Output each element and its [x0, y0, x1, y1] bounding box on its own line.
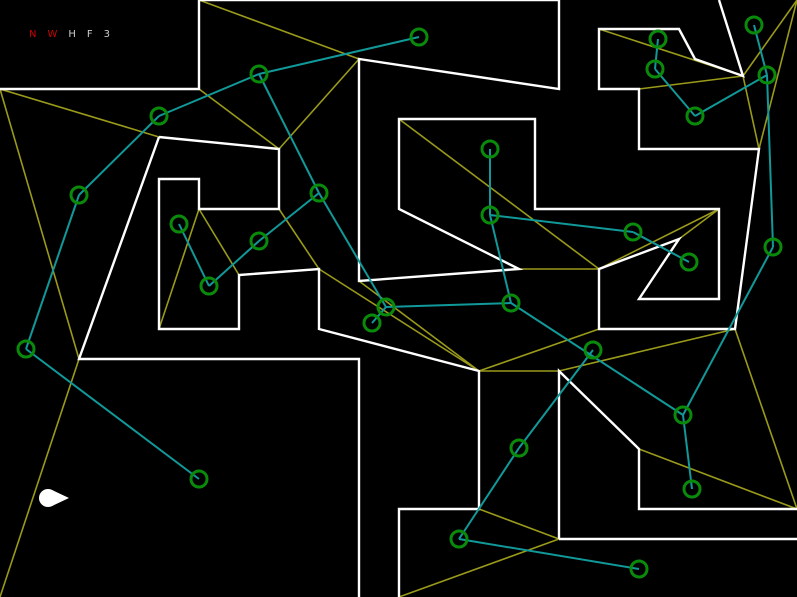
waypoint[interactable] [648, 29, 668, 49]
waypoints [16, 15, 783, 579]
path-edge [654, 68, 696, 117]
hud-indicator-n: N [29, 29, 37, 40]
waypoint[interactable] [629, 559, 649, 579]
waypoint[interactable] [763, 237, 783, 257]
path-edge [632, 231, 690, 263]
navmesh-edge [318, 268, 480, 372]
navmesh-edge [734, 328, 797, 510]
navmesh-edge [198, 0, 360, 60]
navmesh-edge [398, 538, 560, 597]
navmesh-edge [558, 328, 736, 372]
path-edge [518, 349, 594, 449]
path-edge [318, 192, 387, 308]
waypoint[interactable] [645, 59, 665, 79]
path-edge [489, 214, 634, 233]
path-edge [258, 192, 320, 242]
path-edge [510, 302, 684, 416]
waypoint[interactable] [249, 231, 269, 251]
waypoint[interactable] [673, 405, 693, 425]
waypoint[interactable] [509, 438, 529, 458]
agent-icon[interactable] [39, 489, 69, 507]
path-edge [78, 115, 160, 196]
waypoint[interactable] [685, 106, 705, 126]
wall [0, 0, 761, 331]
waypoint[interactable] [309, 183, 329, 203]
path-edge [766, 74, 774, 248]
path-edge [25, 348, 200, 480]
waypoint[interactable] [757, 65, 777, 85]
navmesh-edge [478, 328, 600, 372]
waypoint[interactable] [189, 469, 209, 489]
waypoint[interactable] [362, 313, 382, 333]
path-edge [371, 306, 387, 324]
navmesh-edge [0, 88, 80, 360]
navmesh-edge [278, 58, 360, 150]
navmesh-edge [478, 508, 560, 540]
navmesh-edge [638, 448, 797, 510]
waypoint[interactable] [623, 222, 643, 242]
hud-indicator-f: F [86, 29, 93, 40]
navmesh-edge [398, 118, 600, 270]
path-edge [458, 447, 520, 540]
navmesh-edge [158, 208, 200, 330]
hud-indicator-h: H [68, 29, 76, 40]
navmesh-edge [638, 75, 744, 90]
path-edge [682, 414, 693, 490]
path-edge [458, 538, 640, 570]
hud-indicator-w: W [47, 29, 58, 40]
wall [77, 136, 361, 597]
waypoint[interactable] [480, 205, 500, 225]
path-edge [158, 73, 260, 117]
path-edges [25, 24, 774, 570]
path-edge [258, 36, 420, 75]
path-edge [654, 38, 659, 70]
agent-heading-pointer [52, 490, 69, 506]
waypoint[interactable] [682, 479, 702, 499]
hud-indicator-3: 3 [103, 29, 111, 40]
path-edge [682, 246, 774, 416]
waypoint[interactable] [16, 339, 36, 359]
path-edge [694, 74, 768, 117]
waypoint[interactable] [249, 64, 269, 84]
waypoint[interactable] [376, 297, 396, 317]
waypoint[interactable] [149, 106, 169, 126]
path-edge [385, 302, 512, 308]
wall [557, 368, 797, 539]
waypoint[interactable] [199, 276, 219, 296]
waypoint[interactable] [409, 27, 429, 47]
waypoint[interactable] [69, 185, 89, 205]
navmesh-edge [678, 208, 720, 240]
path-edge [489, 214, 512, 304]
waypoint[interactable] [480, 139, 500, 159]
waypoint[interactable] [583, 340, 603, 360]
navmesh-edge [198, 88, 280, 150]
waypoint[interactable] [501, 293, 521, 313]
navmesh-edge [0, 88, 160, 138]
navmesh-edge [758, 0, 797, 150]
waypoint[interactable] [679, 252, 699, 272]
navmesh-edge [598, 208, 720, 270]
path-edge [208, 240, 260, 287]
waypoint[interactable] [169, 214, 189, 234]
wall [157, 135, 481, 597]
navmesh-edge [0, 358, 80, 597]
waypoint[interactable] [449, 529, 469, 549]
waypoint[interactable] [744, 15, 764, 35]
path-edge [258, 73, 320, 194]
navmesh-edge [742, 0, 797, 77]
path-edge [25, 194, 80, 350]
path-edge [178, 223, 210, 287]
